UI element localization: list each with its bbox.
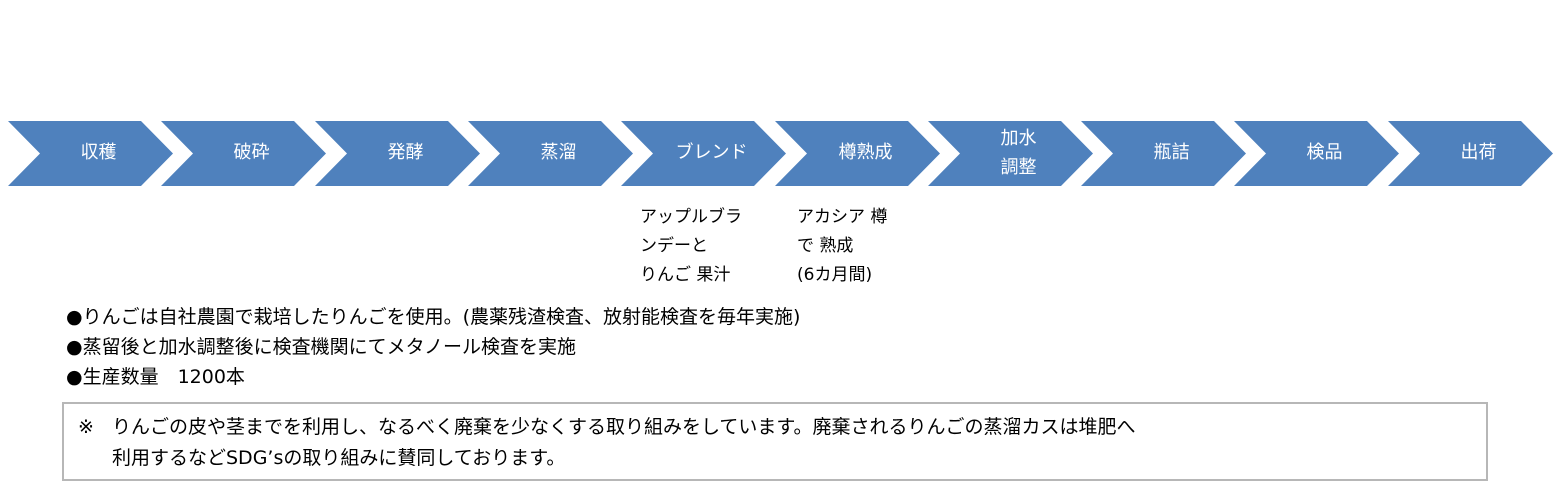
process-step-label: 瓶詰 xyxy=(1153,142,1190,164)
process-step-label: 蒸溜 xyxy=(540,142,577,164)
process-step-label: 検品 xyxy=(1306,142,1343,164)
sustainability-notice: ※ りんごの皮や茎までを利用し、なるべく廃棄を少なくする取り組みをしています。廃… xyxy=(62,402,1488,481)
notice-text: りんごの皮や茎までを利用し、なるべく廃棄を少なくする取り組みをしています。廃棄さ… xyxy=(112,416,1136,469)
process-step-label: 収穫 xyxy=(80,142,117,164)
bullet-list: ●りんごは自社農園で栽培したりんごを使用。(農薬残渣検査、放射能検査を毎年実施)… xyxy=(66,302,800,392)
bullet-methanol-test: ●蒸留後と加水調整後に検査機関にてメタノール検査を実施 xyxy=(66,336,577,358)
blend-note: アップルブラ ンデーと りんご 果汁 xyxy=(640,207,742,285)
process-step-label: ブレンド xyxy=(675,142,748,164)
reference-mark: ※ xyxy=(78,416,94,438)
bullet-production-volume: ●生産数量 1200本 xyxy=(66,366,245,388)
process-step-label: 加水 調整 xyxy=(1000,127,1037,178)
aging-note: アカシア 樽 で 熟成 (6カ月間) xyxy=(797,207,888,285)
process-flow: 収穫 破砕 発酵 蒸溜 ブレンド 樽熟成 加水 調整 瓶詰 検品 出荷 xyxy=(0,0,1556,200)
process-step-label: 破砕 xyxy=(233,142,270,164)
process-step-label: 出荷 xyxy=(1460,142,1497,164)
bullet-ingredient-source: ●りんごは自社農園で栽培したりんごを使用。(農薬残渣検査、放射能検査を毎年実施) xyxy=(66,306,801,328)
process-step-label: 発酵 xyxy=(387,142,424,164)
process-step-label: 樽熟成 xyxy=(838,142,893,164)
